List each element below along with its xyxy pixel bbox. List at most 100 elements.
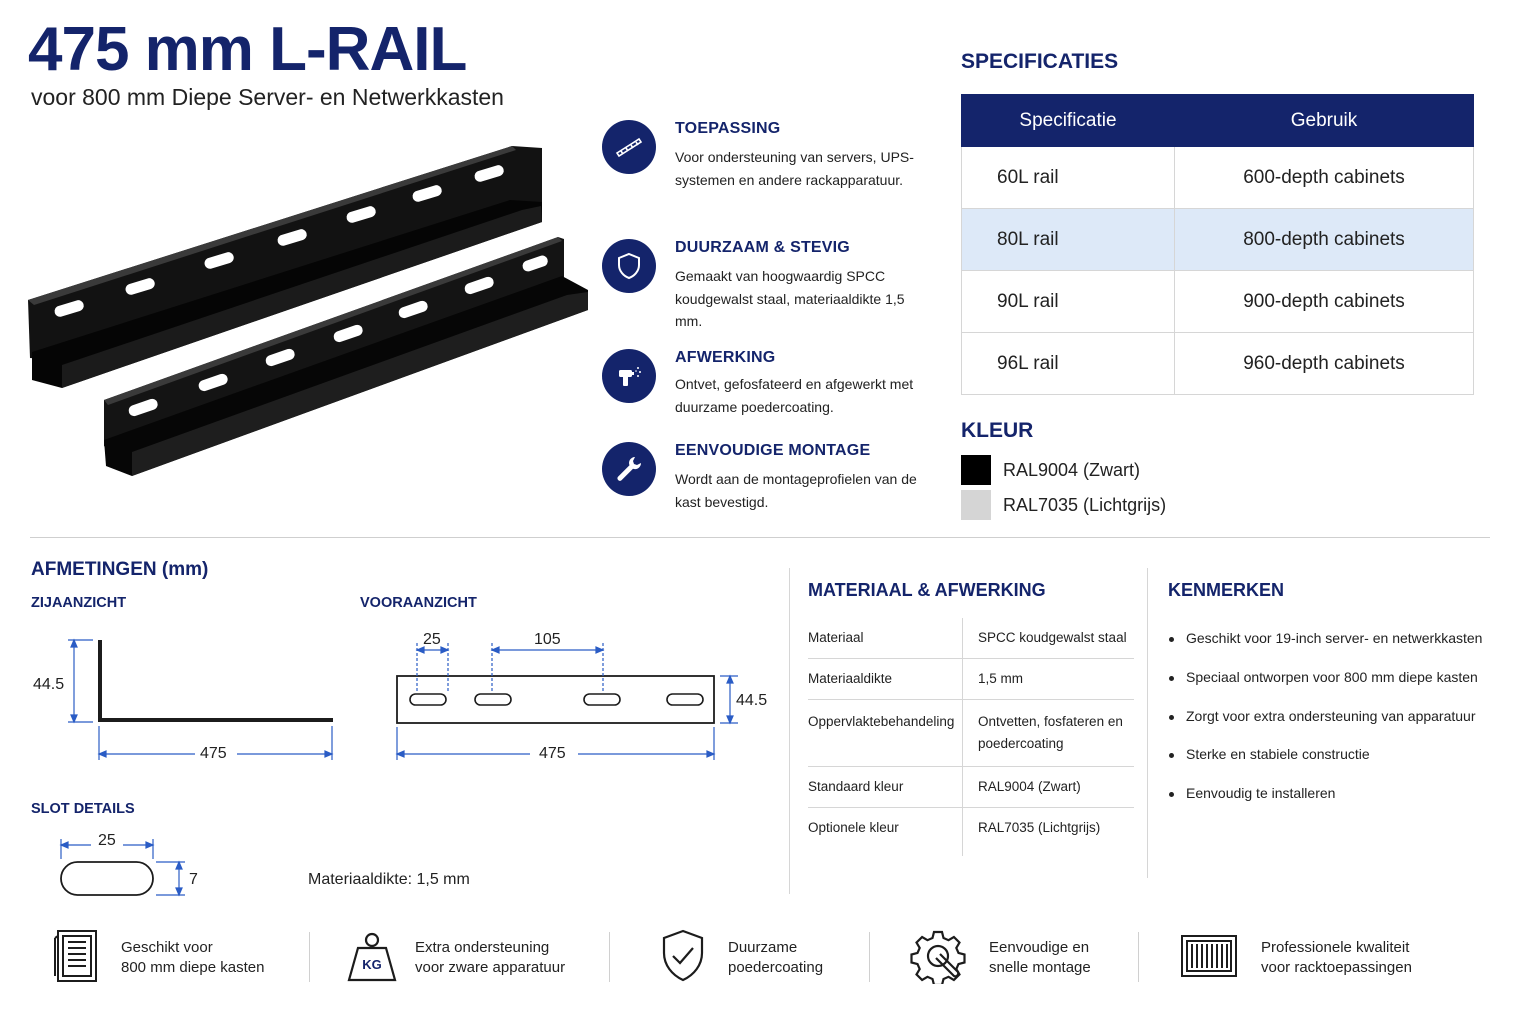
slot-width-label: 25 bbox=[98, 832, 116, 849]
side-view-label: ZIJAANZICHT bbox=[31, 595, 127, 611]
rail-back bbox=[28, 146, 542, 388]
feature-montage: EENVOUDIGE MONTAGE Wordt aan de montagep… bbox=[602, 442, 932, 522]
rail-front bbox=[104, 237, 588, 476]
kenmerken-heading: KENMERKEN bbox=[1168, 580, 1285, 600]
spray-gun-icon bbox=[602, 349, 656, 403]
bottom-text-line2: poedercoating bbox=[728, 959, 824, 976]
spec-cell: 60L rail bbox=[961, 146, 1175, 209]
column-divider bbox=[789, 568, 790, 894]
bottom-text-line2: snelle montage bbox=[989, 959, 1091, 976]
materiaal-column-split bbox=[962, 618, 963, 856]
table-row: Materiaaldikte 1,5 mm bbox=[808, 671, 1134, 700]
bottom-text-line2: voor racktoepassingen bbox=[1261, 959, 1412, 976]
feature-desc: Ontvet, gefosfateerd en afgewerkt met du… bbox=[675, 376, 914, 415]
spec-cell: 96L rail bbox=[961, 332, 1175, 395]
side-view-drawing bbox=[68, 638, 334, 760]
specs-col-use: Gebruik bbox=[1174, 94, 1474, 147]
front-view-label: VOORAANZICHT bbox=[360, 595, 477, 611]
shield-icon bbox=[602, 239, 656, 293]
rail-icon bbox=[602, 120, 656, 174]
feature-title: TOEPASSING bbox=[675, 120, 781, 137]
front-view-drawing bbox=[395, 643, 738, 760]
specs-col-spec: Specificatie bbox=[961, 94, 1175, 147]
front-height-label: 44.5 bbox=[736, 692, 768, 709]
mat-key: Materiaal bbox=[808, 630, 864, 645]
specs-heading: SPECIFICATIES bbox=[961, 50, 1119, 73]
feature-duurzaam: DUURZAAM & STEVIG Gemaakt van hoogwaardi… bbox=[602, 239, 932, 339]
mat-key: Oppervlaktebehandeling bbox=[808, 714, 955, 729]
bottom-divider bbox=[609, 932, 610, 982]
feature-title: DUURZAAM & STEVIG bbox=[675, 239, 850, 256]
wrench-icon bbox=[602, 442, 656, 496]
bottom-item-coating: Duurzame poedercoating bbox=[660, 928, 860, 988]
feature-desc: Voor ondersteuning van servers, UPS-syst… bbox=[675, 149, 914, 188]
front-slot-spacing-label: 105 bbox=[534, 631, 561, 648]
bottom-item-montage: Eenvoudige en snelle montage bbox=[910, 928, 1130, 988]
slot-details-drawing bbox=[59, 839, 185, 897]
mat-value: SPCC koudgewalst staal bbox=[978, 630, 1127, 645]
list-item: Speciaal ontworpen voor 800 mm diepe kas… bbox=[1168, 669, 1482, 708]
mat-value: RAL9004 (Zwart) bbox=[978, 779, 1081, 794]
feature-title: EENVOUDIGE MONTAGE bbox=[675, 442, 871, 459]
bottom-item-quality: Professionele kwaliteit voor racktoepass… bbox=[1180, 928, 1460, 988]
gear-wrench-icon bbox=[910, 930, 966, 984]
kg-label: KG bbox=[362, 957, 382, 972]
bottom-divider bbox=[1138, 932, 1139, 982]
front-slot-width-label: 25 bbox=[423, 631, 441, 648]
table-row: Optionele kleur RAL7035 (Lichtgrijs) bbox=[808, 820, 1134, 849]
shield-check-icon bbox=[662, 929, 704, 982]
use-cell: 960-depth cabinets bbox=[1174, 332, 1474, 395]
color-label-lightgrey: RAL7035 (Lichtgrijs) bbox=[1003, 495, 1167, 515]
product-image bbox=[28, 146, 588, 476]
list-item: Sterke en stabiele constructie bbox=[1168, 746, 1482, 785]
side-height-label: 44.5 bbox=[33, 676, 65, 693]
kleur-heading: KLEUR bbox=[961, 419, 1034, 442]
use-cell: 900-depth cabinets bbox=[1174, 270, 1474, 333]
feature-toepassing: TOEPASSING Voor ondersteuning van server… bbox=[602, 120, 932, 220]
bottom-divider bbox=[869, 932, 870, 982]
afmetingen-heading: AFMETINGEN (mm) bbox=[31, 559, 209, 580]
page-subtitle: voor 800 mm Diepe Server- en Netwerkkast… bbox=[31, 84, 504, 110]
color-label-black: RAL9004 (Zwart) bbox=[1003, 460, 1141, 480]
bottom-item-weight: KG Extra ondersteuning voor zware appara… bbox=[345, 928, 595, 988]
material-thickness-note: Materiaaldikte: 1,5 mm bbox=[308, 871, 470, 888]
bottom-text-line2: 800 mm diepe kasten bbox=[121, 959, 265, 976]
use-cell: 800-depth cabinets bbox=[1174, 208, 1474, 271]
feature-desc: Gemaakt van hoogwaardig SPCC koudgewalst… bbox=[675, 268, 905, 329]
bottom-text-line2: voor zware apparatuur bbox=[415, 959, 566, 976]
cabinet-icon bbox=[54, 930, 97, 982]
bottom-text-line1: Duurzame bbox=[728, 939, 798, 956]
list-item: Zorgt voor extra ondersteuning van appar… bbox=[1168, 708, 1482, 747]
mat-value: RAL7035 (Lichtgrijs) bbox=[978, 820, 1101, 835]
use-cell: 600-depth cabinets bbox=[1174, 146, 1474, 209]
feature-afwerking: AFWERKING Ontvet, gefosfateerd en afgewe… bbox=[602, 349, 932, 429]
column-divider bbox=[1147, 568, 1148, 878]
table-row: Standaard kleur RAL9004 (Zwart) bbox=[808, 779, 1134, 808]
page-title: 475 mm L-RAIL bbox=[28, 15, 467, 84]
list-item: Geschikt voor 19-inch server- en netwerk… bbox=[1168, 630, 1482, 669]
spec-cell: 90L rail bbox=[961, 270, 1175, 333]
mat-key: Optionele kleur bbox=[808, 820, 899, 835]
bottom-divider bbox=[309, 932, 310, 982]
feature-title: AFWERKING bbox=[675, 349, 776, 366]
bottom-text-line1: Professionele kwaliteit bbox=[1261, 939, 1410, 956]
bottom-item-cabinet: Geschikt voor 800 mm diepe kasten bbox=[50, 928, 300, 988]
table-row: Materiaal SPCC koudgewalst staal bbox=[808, 630, 1134, 659]
color-swatch-lightgrey bbox=[961, 490, 991, 520]
materiaal-heading: MATERIAAL & AFWERKING bbox=[808, 580, 1046, 600]
specs-header-row: Specificatie Gebruik bbox=[961, 94, 1474, 147]
mat-value: Ontvetten, fosfateren en poedercoating bbox=[978, 714, 1123, 751]
bottom-text-line1: Geschikt voor bbox=[121, 939, 213, 956]
kg-weight-icon: KG bbox=[347, 932, 397, 982]
slot-height-label: 7 bbox=[189, 871, 198, 888]
bottom-text-line1: Eenvoudige en bbox=[989, 939, 1090, 956]
spec-cell: 80L rail bbox=[961, 208, 1175, 271]
slot-details-label: SLOT DETAILS bbox=[31, 801, 135, 817]
kenmerken-list: Geschikt voor 19-inch server- en netwerk… bbox=[1168, 630, 1482, 824]
rack-panel-icon bbox=[1181, 935, 1237, 977]
